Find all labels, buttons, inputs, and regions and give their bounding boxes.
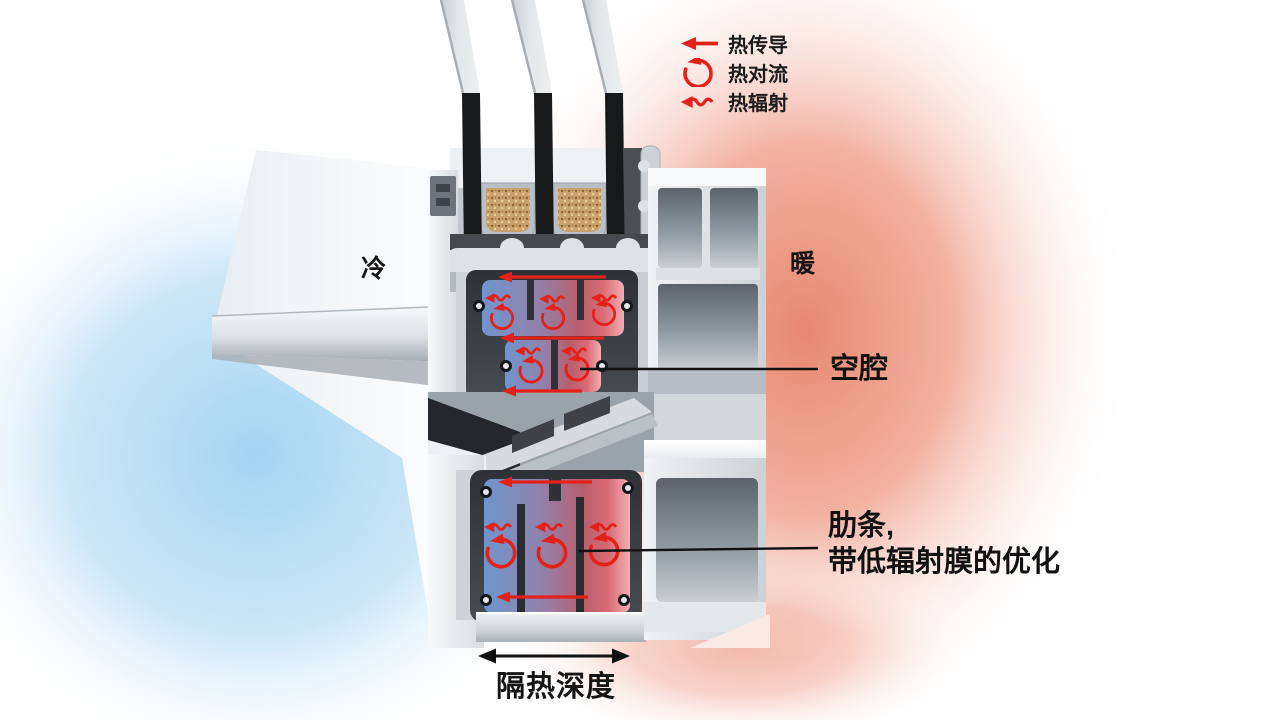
ribs-leader-line <box>578 546 819 553</box>
ribs-callout-line1: 肋条, <box>828 510 895 542</box>
insulation-depth-label: 隔热深度 <box>495 671 616 703</box>
cavity-callout-label: 空腔 <box>830 353 889 385</box>
rib <box>517 504 525 612</box>
legend-label: 热对流 <box>728 64 788 86</box>
ribs-callout-label: 肋条, 带低辐射膜的优化 <box>828 508 1060 580</box>
glass-pane <box>581 0 623 94</box>
heat-conduction-arrow-icon <box>498 476 592 488</box>
heat-conduction-arrow-icon <box>496 591 588 603</box>
heat-convection-arrow-icon <box>678 58 720 87</box>
heat-transfer-legend: 热传导 热对流 <box>678 29 788 116</box>
profile-left-face <box>211 150 453 612</box>
legend-item-radiation: 热辐射 <box>678 87 788 116</box>
sash-profile <box>428 168 766 456</box>
lower-cavity <box>470 470 642 622</box>
sash-right-chambers <box>648 168 766 456</box>
cold-side-label: 冷 <box>361 255 387 283</box>
legend-label: 热辐射 <box>728 93 788 115</box>
frame-profile <box>428 440 770 648</box>
heat-conduction-arrow-icon <box>500 332 604 344</box>
glazing-shadow <box>623 148 644 256</box>
heat-conduction-arrow-icon <box>502 385 582 397</box>
frame-right-chambers <box>644 458 770 648</box>
glass-pane <box>439 0 480 94</box>
legend-item-conduction: 热传导 <box>678 29 788 58</box>
glass-edge <box>605 93 625 256</box>
warm-side-label: 暖 <box>790 250 816 278</box>
heat-flow-arrows <box>482 271 620 603</box>
legend-item-convection: 热对流 <box>678 58 788 87</box>
spacer-bar <box>552 182 607 240</box>
heat-radiation-arrow-icon <box>678 87 720 116</box>
glass-pane <box>510 0 552 94</box>
glass-edge <box>462 93 482 256</box>
legend-label: 热传导 <box>728 35 788 57</box>
rib <box>576 497 584 612</box>
heat-conduction-arrow-icon <box>678 29 720 58</box>
ribs-callout-line2: 带低辐射膜的优化 <box>828 546 1061 578</box>
spacer-bar <box>480 182 536 240</box>
glass-edge <box>534 93 554 256</box>
heat-conduction-arrow-icon <box>498 271 606 283</box>
insulation-depth-arrow <box>478 648 630 664</box>
upper-cavities <box>466 270 638 400</box>
